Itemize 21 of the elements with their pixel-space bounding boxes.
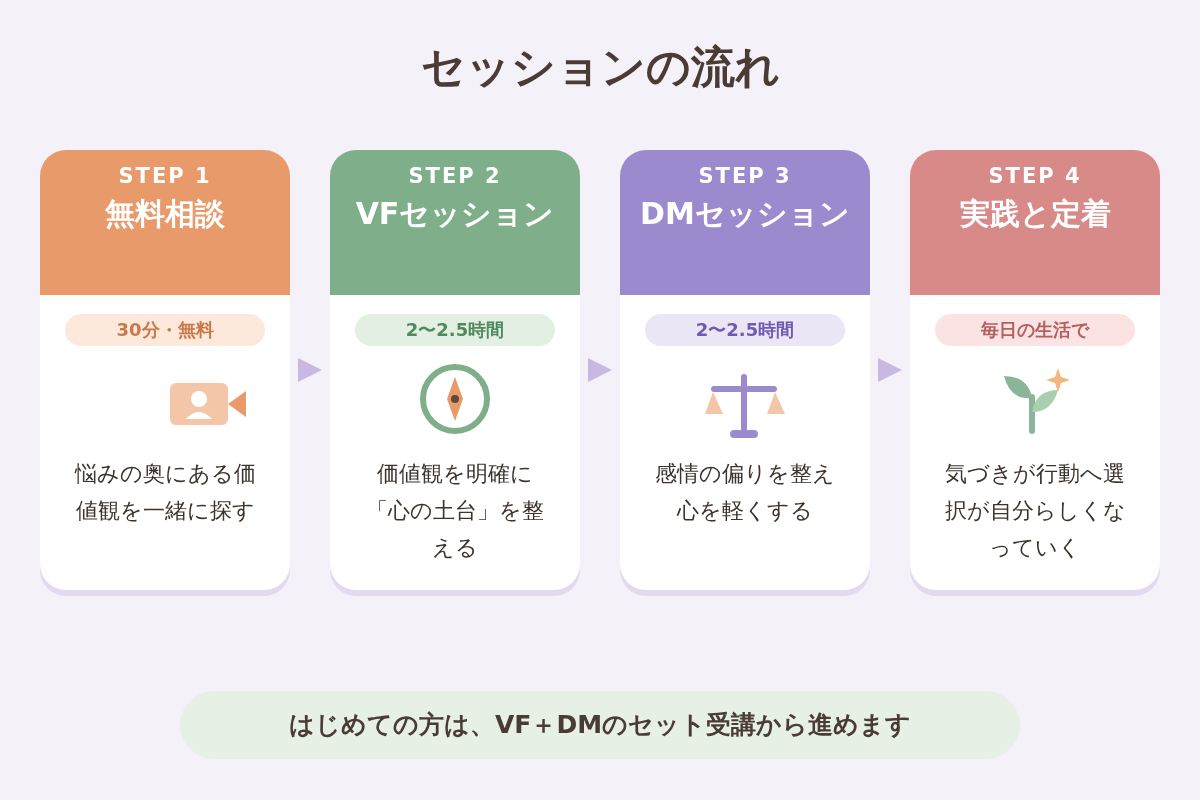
note-banner: はじめての方は、VF＋DMのセット受講から進めます [180, 691, 1020, 759]
step-title: 無料相談 [104, 195, 226, 233]
tag-pill: 30分・無料 [65, 314, 265, 346]
step-label: STEP 3 [697, 164, 793, 188]
description: 気づきが行動へ選択が自分らしくなっていく [943, 460, 1127, 562]
step-label: STEP 4 [987, 164, 1083, 188]
tag-pill: 2〜2.5時間 [645, 314, 845, 346]
step-title: 実践と定着 [958, 195, 1112, 233]
tag-pill: 毎日の生活で [935, 314, 1135, 346]
description: 価値観を明確に「心の土台」を整える [365, 460, 545, 562]
step-label: STEP 2 [407, 164, 503, 188]
description: 悩みの奥にある価値観を一緒に探す [73, 460, 257, 525]
arrow [588, 358, 612, 382]
description: 感情の偏りを整え心を軽くする [654, 460, 836, 525]
step-title: DMセッション [639, 195, 851, 233]
tag-pill: 2〜2.5時間 [355, 314, 555, 346]
step-title: VFセッション [354, 195, 556, 233]
arrow [298, 358, 322, 382]
arrow [878, 358, 902, 382]
title: セッションの流れ [419, 40, 781, 94]
step-label: STEP 1 [117, 164, 213, 188]
